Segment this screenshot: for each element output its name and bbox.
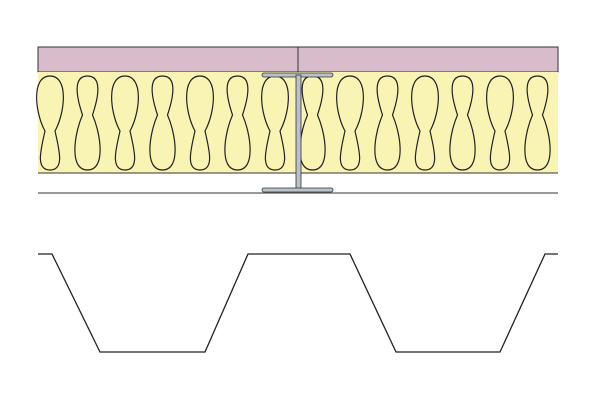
insulation-loop — [374, 75, 401, 171]
insulation-loop — [149, 75, 176, 171]
steel-i-beam — [261, 72, 334, 193]
insulation-loop — [524, 75, 551, 171]
insulation-loop — [74, 75, 101, 171]
insulation-loop — [111, 75, 139, 171]
insulation-loop — [336, 75, 364, 171]
insulation-loop — [36, 75, 64, 171]
insulation-loop — [299, 75, 326, 171]
trapezoidal-deck-profile — [38, 253, 558, 353]
beam-web — [295, 74, 302, 192]
insulation-loop — [449, 75, 476, 171]
insulation-loop — [486, 75, 514, 171]
insulation-loop — [224, 75, 251, 171]
insulation-loop — [261, 75, 289, 171]
beam-bottom-flange — [261, 187, 334, 193]
insulation-loops — [36, 75, 551, 171]
insulation-loop — [186, 75, 214, 171]
insulation-loop — [411, 75, 439, 171]
